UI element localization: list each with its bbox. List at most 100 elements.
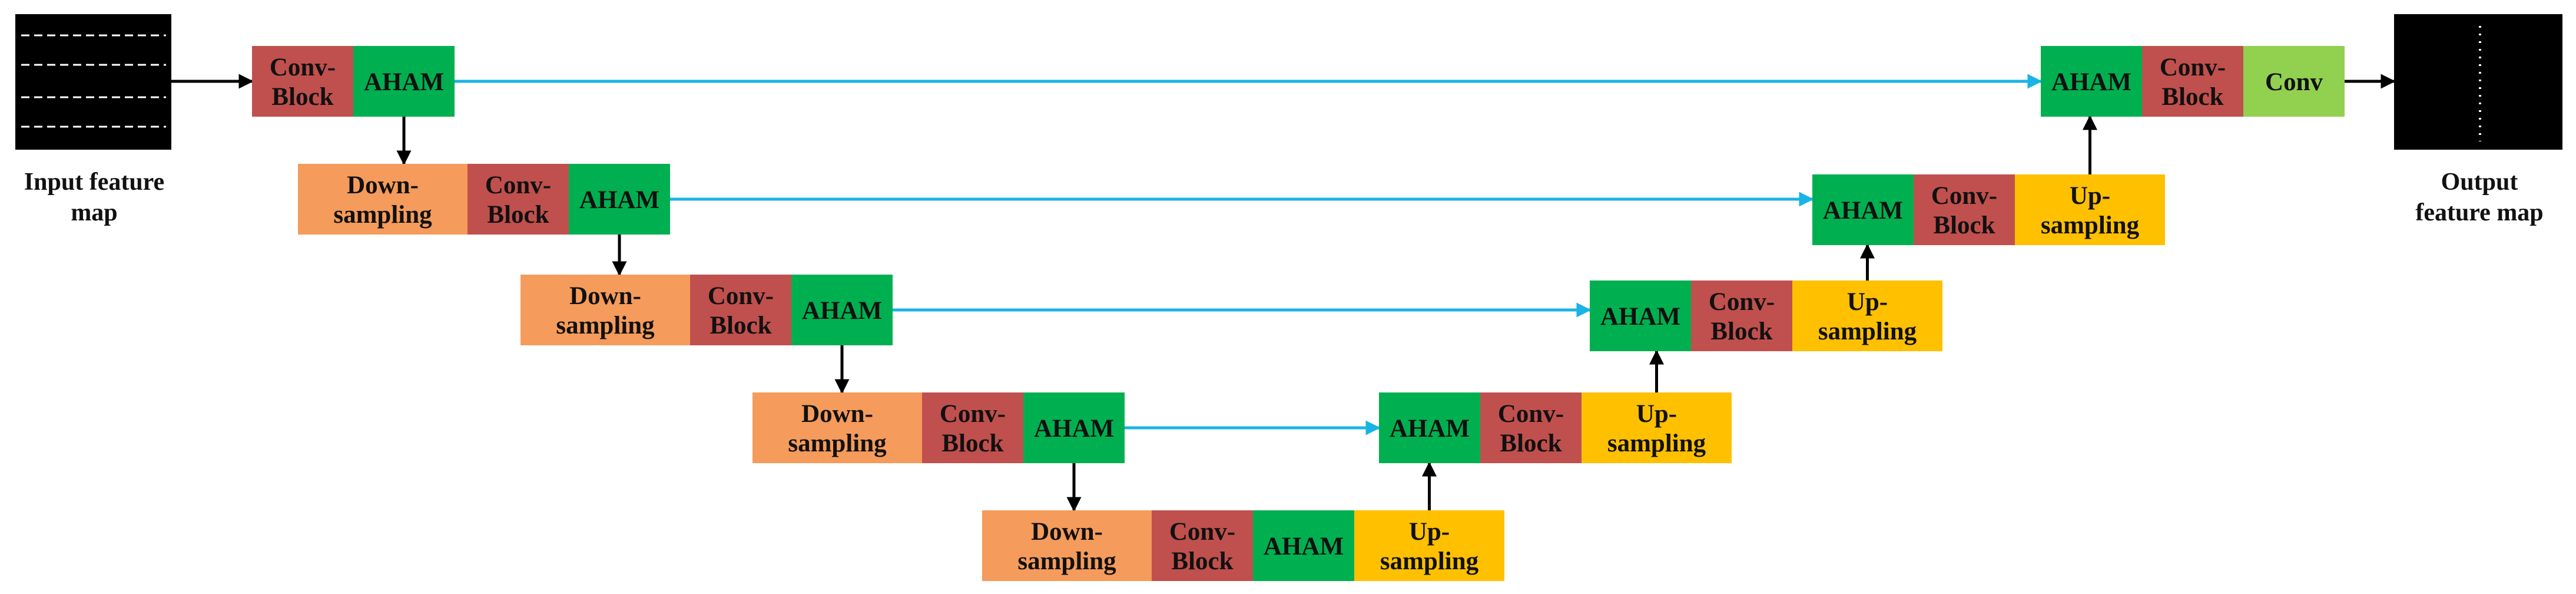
conv-block-label-line: Block — [1933, 212, 1995, 239]
aham-rect — [353, 46, 455, 117]
conv-block-block-dec-1-1: Conv-Block — [1914, 174, 2015, 245]
downsampling-label-line: sampling — [333, 201, 432, 229]
downsampling-label-line: Down- — [1031, 518, 1103, 546]
upsampling-block-bottleneck-3: Up-sampling — [1354, 510, 1504, 581]
conv-block-label-line: Block — [1500, 430, 1561, 457]
input-feature-map-icon: Input feature map — [15, 14, 171, 226]
conv-label-line: Conv — [2265, 68, 2323, 96]
aham-block-enc-0-1: AHAM — [353, 46, 455, 117]
conv-block-label-line: Block — [2161, 83, 2223, 111]
conv-block-rect — [1152, 510, 1253, 581]
upsampling-rect — [1354, 510, 1504, 581]
aham-rect — [1812, 174, 1914, 245]
input-map-caption: Input feature — [24, 169, 164, 196]
aham-label-line: AHAM — [1034, 415, 1114, 443]
aham-label-line: AHAM — [364, 68, 444, 96]
conv-block-label-line: Block — [1710, 318, 1772, 345]
upsampling-label-line: Up- — [1847, 288, 1888, 316]
upsampling-label-line: Up- — [2070, 182, 2110, 210]
upsampling-label-line: sampling — [1607, 430, 1706, 457]
conv-block-rect — [1691, 280, 1792, 351]
conv-block-label-line: Conv- — [1709, 288, 1775, 316]
downsampling-label-line: Down- — [347, 171, 419, 199]
upsampling-block-dec-3-2: Up-sampling — [1582, 392, 1732, 463]
aham-label-line: AHAM — [1390, 415, 1470, 443]
downsampling-block-enc-3-0: Down-sampling — [752, 392, 922, 463]
conv-block-rect — [1480, 392, 1582, 463]
aham-label-line: AHAM — [1823, 197, 1903, 225]
upsampling-label-line: Up- — [1636, 400, 1677, 428]
output-map-caption: feature map — [2415, 199, 2543, 226]
aham-block-enc-2-2: AHAM — [791, 275, 893, 345]
output-feature-map-icon: Output feature map — [2394, 14, 2562, 226]
conv-block-rect — [252, 46, 353, 117]
aham-block-dec-1-0: AHAM — [1812, 174, 1914, 245]
upsampling-label-line: Up- — [1409, 518, 1450, 546]
aham-block-enc-1-2: AHAM — [569, 164, 670, 235]
upsampling-label-line: sampling — [2041, 212, 2140, 239]
conv-block-label-line: Conv- — [270, 54, 336, 81]
aham-label-line: AHAM — [1264, 533, 1344, 560]
downsampling-rect — [520, 275, 690, 345]
conv-block-rect — [922, 392, 1023, 463]
downsampling-block-enc-2-0: Down-sampling — [520, 275, 690, 345]
aham-label-line: AHAM — [802, 297, 882, 325]
conv-block-label-line: Conv- — [1498, 400, 1564, 428]
conv-block-label-line: Conv- — [485, 171, 551, 199]
conv-block-label-line: Block — [941, 430, 1003, 457]
aham-block-enc-3-2: AHAM — [1023, 392, 1125, 463]
output-map-rect — [2394, 14, 2562, 150]
conv-block-block-enc-3-1: Conv-Block — [922, 392, 1023, 463]
downsampling-label-line: sampling — [556, 312, 655, 339]
downsampling-block-enc-1-0: Down-sampling — [298, 164, 468, 235]
aham-block-bottleneck-2: AHAM — [1253, 510, 1354, 581]
aham-label-line: AHAM — [579, 186, 659, 214]
conv-block-block-enc-0-0: Conv-Block — [252, 46, 353, 117]
conv-block-block-dec-2-1: Conv-Block — [1691, 280, 1792, 351]
aham-block-dec-2-0: AHAM — [1590, 280, 1691, 351]
conv-block-label-line: Conv- — [940, 400, 1006, 428]
aham-rect — [569, 164, 670, 235]
conv-block-rect — [690, 275, 791, 345]
aham-rect — [791, 275, 893, 345]
aham-label-line: AHAM — [2051, 68, 2131, 96]
downsampling-label-line: sampling — [788, 430, 887, 457]
upsampling-block-dec-2-2: Up-sampling — [1792, 280, 1942, 351]
arrows-layer — [171, 74, 2396, 512]
conv-block-block-dec-3-1: Conv-Block — [1480, 392, 1582, 463]
aham-rect — [2041, 46, 2142, 117]
aham-rect — [1023, 392, 1125, 463]
conv-block-rect — [468, 164, 569, 235]
upsampling-rect — [1582, 392, 1732, 463]
downsampling-label-line: Down- — [569, 282, 641, 310]
conv-block-label-line: Conv- — [1931, 182, 1997, 210]
downsampling-rect — [752, 392, 922, 463]
conv-block-dec-0-2: Conv — [2243, 46, 2345, 117]
conv-block-label-line: Conv- — [708, 282, 774, 310]
aham-rect — [1590, 280, 1691, 351]
aham-block-dec-3-0: AHAM — [1379, 392, 1480, 463]
conv-block-block-enc-1-1: Conv-Block — [468, 164, 569, 235]
blocks-layer: Conv-BlockAHAMDown-samplingConv-BlockAHA… — [252, 46, 2345, 581]
upsampling-label-line: sampling — [1818, 318, 1917, 345]
aham-block-dec-0-0: AHAM — [2041, 46, 2142, 117]
conv-block-label-line: Conv- — [1169, 518, 1235, 546]
conv-block-rect — [2142, 46, 2243, 117]
conv-block-block-enc-2-1: Conv-Block — [690, 275, 791, 345]
conv-block-label-line: Block — [271, 83, 333, 111]
conv-block-block-bottleneck-1: Conv-Block — [1152, 510, 1253, 581]
conv-rect — [2243, 46, 2345, 117]
downsampling-rect — [982, 510, 1152, 581]
conv-block-label-line: Block — [710, 312, 771, 339]
upsampling-label-line: sampling — [1380, 547, 1479, 575]
aham-rect — [1379, 392, 1480, 463]
input-map-caption: map — [71, 199, 117, 226]
upsampling-rect — [1792, 280, 1942, 351]
conv-block-block-dec-0-1: Conv-Block — [2142, 46, 2243, 117]
output-map-caption: Output — [2441, 169, 2518, 196]
upsampling-block-dec-1-2: Up-sampling — [2015, 174, 2165, 245]
upsampling-rect — [2015, 174, 2165, 245]
conv-block-label-line: Block — [1171, 547, 1233, 575]
aham-label-line: AHAM — [1600, 303, 1680, 331]
